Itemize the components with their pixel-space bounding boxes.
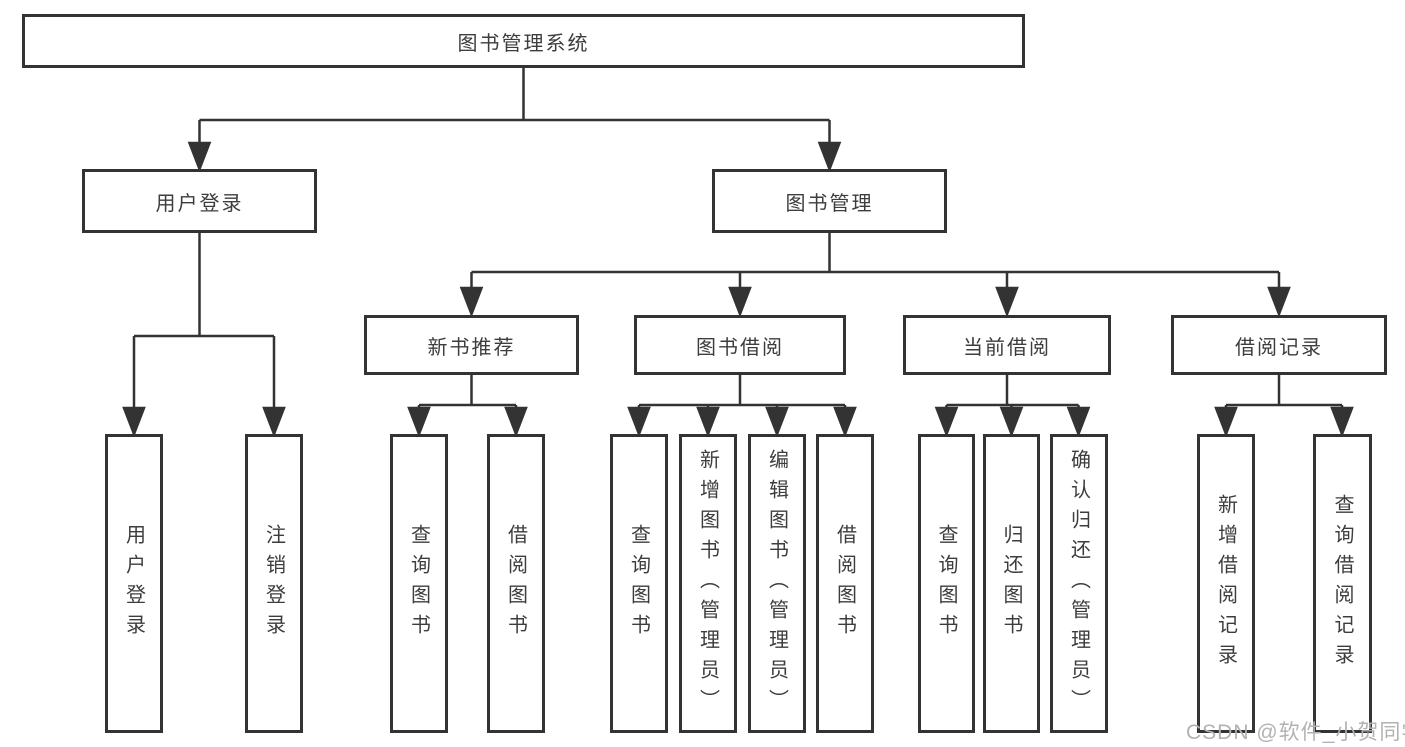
arrow-down-icon bbox=[728, 286, 752, 318]
node-new-book-recommend: 新书推荐 bbox=[364, 315, 579, 375]
arrow-down-icon bbox=[765, 406, 789, 438]
leaf-borrow-books: 借阅图书 bbox=[816, 434, 874, 733]
csdn-watermark: CSDN @软件_小贺同学 bbox=[1186, 721, 1405, 744]
leaf-borrow-books: 借阅图书 bbox=[487, 434, 545, 733]
arrow-down-icon bbox=[407, 406, 431, 438]
arrow-down-icon bbox=[627, 406, 651, 438]
connector-records-to-leaves bbox=[1214, 375, 1354, 438]
leaf-user-login: 用户登录 bbox=[105, 434, 163, 733]
arrow-down-icon bbox=[833, 406, 857, 438]
leaf-query-books: 查询图书 bbox=[610, 434, 668, 733]
connector-userlogin-to-leaves bbox=[122, 233, 286, 438]
leaf-query-books: 查询图书 bbox=[390, 434, 448, 733]
node-user-login: 用户登录 bbox=[82, 169, 317, 233]
node-book-management: 图书管理 bbox=[712, 169, 947, 233]
connector-bookmgmt-to-level3 bbox=[459, 233, 1291, 318]
arrow-down-icon bbox=[696, 406, 720, 438]
arrow-down-icon bbox=[1214, 406, 1238, 438]
leaf-add-borrow-record: 新增借阅记录 bbox=[1197, 434, 1255, 733]
connector-current-to-leaves bbox=[934, 375, 1091, 438]
leaf-add-book-admin: 新增图书（管理员） bbox=[679, 434, 737, 733]
arrow-down-icon bbox=[934, 406, 959, 438]
arrow-down-icon bbox=[817, 141, 842, 173]
leaf-logout: 注销登录 bbox=[245, 434, 303, 733]
leaf-return-books: 归还图书 bbox=[983, 434, 1040, 733]
arrow-down-icon bbox=[504, 406, 528, 438]
arrow-down-icon bbox=[187, 141, 212, 173]
arrow-down-icon bbox=[1066, 406, 1091, 438]
connector-root-to-level2 bbox=[187, 68, 842, 173]
arrow-down-icon bbox=[122, 406, 146, 438]
node-book-borrowing: 图书借阅 bbox=[634, 315, 846, 375]
arrow-down-icon bbox=[1330, 406, 1354, 438]
arrow-down-icon bbox=[262, 406, 286, 438]
leaf-edit-book-admin: 编辑图书（管理员） bbox=[748, 434, 806, 733]
arrow-down-icon bbox=[995, 286, 1019, 318]
leaf-query-books: 查询图书 bbox=[918, 434, 975, 733]
arrow-down-icon bbox=[999, 406, 1024, 438]
arrow-down-icon bbox=[459, 286, 484, 318]
node-current-borrowing: 当前借阅 bbox=[903, 315, 1111, 375]
connector-borrowing-to-leaves bbox=[627, 375, 857, 438]
node-library-management-system: 图书管理系统 bbox=[22, 14, 1025, 68]
connector-newbooks-to-leaves bbox=[407, 375, 528, 438]
leaf-confirm-return-admin: 确认归还（管理员） bbox=[1050, 434, 1108, 733]
leaf-query-borrow-record: 查询借阅记录 bbox=[1313, 434, 1372, 733]
arrow-down-icon bbox=[1267, 286, 1291, 318]
node-borrow-records: 借阅记录 bbox=[1171, 315, 1387, 375]
